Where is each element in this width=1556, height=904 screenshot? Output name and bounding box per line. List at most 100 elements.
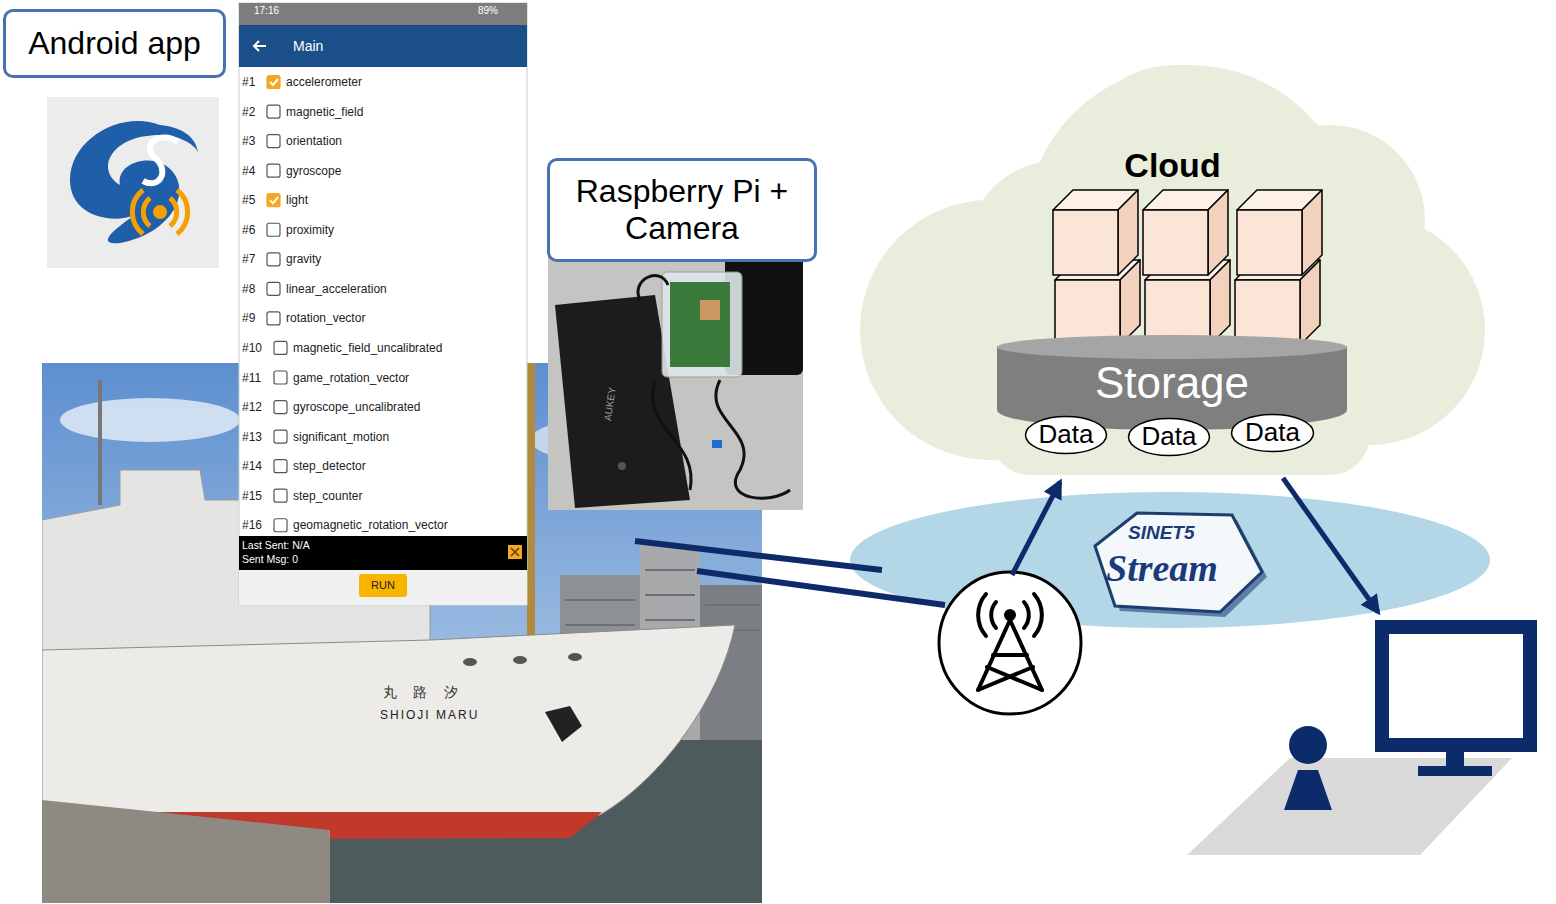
sensor-name: geomagnetic_rotation_vector — [293, 518, 448, 532]
run-button: RUN — [359, 574, 407, 597]
checkbox — [267, 105, 280, 118]
antenna-symbol-part — [1004, 609, 1016, 621]
storage-cube — [1053, 190, 1138, 275]
checkbox-square — [274, 401, 287, 414]
row-number: #12 — [242, 400, 262, 414]
checkbox-square — [267, 282, 280, 295]
checkbox — [274, 460, 287, 473]
sensor-name: rotation_vector — [286, 311, 365, 325]
cloud-lobe — [965, 160, 1155, 350]
raspberry-pi-photo-part — [638, 276, 790, 499]
ship-photo-part-part — [645, 619, 695, 621]
sinet-logo — [1095, 513, 1267, 617]
antenna-symbol-part-part — [978, 594, 986, 636]
sensor-name: step_counter — [293, 489, 362, 503]
row-number: #7 — [242, 252, 255, 266]
checkbox — [274, 430, 287, 443]
ship-photo-part — [545, 706, 582, 742]
checkbox — [274, 519, 287, 532]
button-label: RUN — [371, 579, 395, 592]
storage-cube — [1143, 190, 1228, 275]
checkbox-square — [274, 519, 287, 532]
raspberry-pi-photo-part — [700, 300, 720, 320]
monitor-symbol-part — [1418, 766, 1492, 776]
data-label: Data — [1245, 417, 1300, 448]
checkbox-square — [267, 76, 280, 89]
row-number: #2 — [242, 105, 255, 119]
raspberry-pi-photo-part-part — [716, 380, 790, 498]
monitor-symbol-part — [1446, 752, 1464, 768]
ship-photo-part-part — [645, 594, 695, 596]
phone-screen — [239, 3, 527, 605]
checkbox — [267, 312, 280, 325]
checkbox-list — [267, 76, 287, 532]
row-number: #11 — [242, 371, 261, 385]
cloud-lobe — [990, 345, 1370, 475]
checkbox-square — [267, 164, 280, 177]
check-mark — [270, 79, 278, 85]
row-number: #8 — [242, 282, 255, 296]
checkbox-square — [267, 312, 280, 325]
sensor-name: gyroscope_uncalibrated — [293, 400, 420, 414]
checkbox — [274, 489, 287, 502]
antenna-symbol-part-part — [991, 602, 996, 628]
checkbox — [267, 282, 280, 295]
ellipse-outline — [1129, 419, 1210, 456]
checkbox-square — [274, 430, 287, 443]
sensor-name: light — [286, 193, 308, 207]
app-icon-part-part — [143, 198, 150, 226]
checkbox-square — [267, 253, 280, 266]
shape-part — [1237, 210, 1302, 275]
app-icon-part-part — [177, 190, 188, 234]
antenna-symbol-part-part — [1024, 602, 1029, 628]
monitor-symbol — [1382, 627, 1530, 776]
app-icon-part-part — [132, 190, 143, 234]
ellipse-outline — [1232, 415, 1314, 452]
sensor-name: step_detector — [293, 459, 366, 473]
ship-photo-part-part — [565, 599, 635, 601]
checkbox — [274, 401, 287, 414]
raspberry-pi-photo-part — [662, 272, 742, 377]
flow-arrows-part — [1283, 478, 1378, 612]
floor — [1187, 758, 1512, 855]
flow-arrows-part — [1012, 482, 1060, 575]
network-ellipse — [850, 492, 1490, 628]
flow-arrows — [1012, 478, 1378, 612]
sensor-name: magnetic_field — [286, 105, 363, 119]
storage-label: Storage — [1095, 357, 1249, 410]
storage-cylinder: StorageDataDataData — [997, 335, 1347, 430]
data-ellipse: Data — [1230, 413, 1315, 453]
shape-part — [1118, 190, 1138, 275]
raspberry-pi-photo-part — [670, 282, 730, 367]
cylinder-top — [997, 335, 1347, 359]
antenna-symbol-part-part — [1034, 594, 1042, 636]
sensor-name: proximity — [286, 223, 334, 237]
sensor-name: significant_motion — [293, 430, 389, 444]
app-icon-part — [132, 190, 187, 234]
title-box: Raspberry Pi + Camera — [547, 158, 817, 262]
data-ellipse: Data — [1127, 417, 1211, 457]
app-header-bar: Main — [239, 25, 527, 67]
raspberry-pi-photo-part-part — [638, 276, 668, 300]
row-number: #4 — [242, 164, 255, 178]
raspberry-pi-photo-part — [618, 462, 626, 470]
box-label: Raspberry Pi + Camera — [564, 173, 800, 247]
antenna-symbol — [939, 572, 1081, 714]
phone-screen-part — [239, 570, 527, 605]
ship-photo-part — [42, 625, 735, 818]
storage-cube — [1237, 190, 1322, 275]
row-number: #1 — [242, 75, 255, 89]
cloud: CloudStorageDataDataData — [860, 65, 1485, 475]
ship-name: SHIOJI MARU — [380, 708, 479, 722]
person-symbol — [1284, 726, 1332, 810]
ship-photo-part — [568, 653, 582, 661]
battery-level: 89% — [478, 5, 498, 17]
phone-screen-part — [239, 3, 527, 25]
row-number: #9 — [242, 311, 255, 325]
checkbox — [267, 135, 280, 148]
checkbox-square — [274, 489, 287, 502]
ship-photo-part-part — [645, 569, 695, 571]
data-label: Data — [1142, 421, 1197, 452]
checkbox — [274, 341, 287, 354]
shape-part — [1055, 280, 1120, 345]
